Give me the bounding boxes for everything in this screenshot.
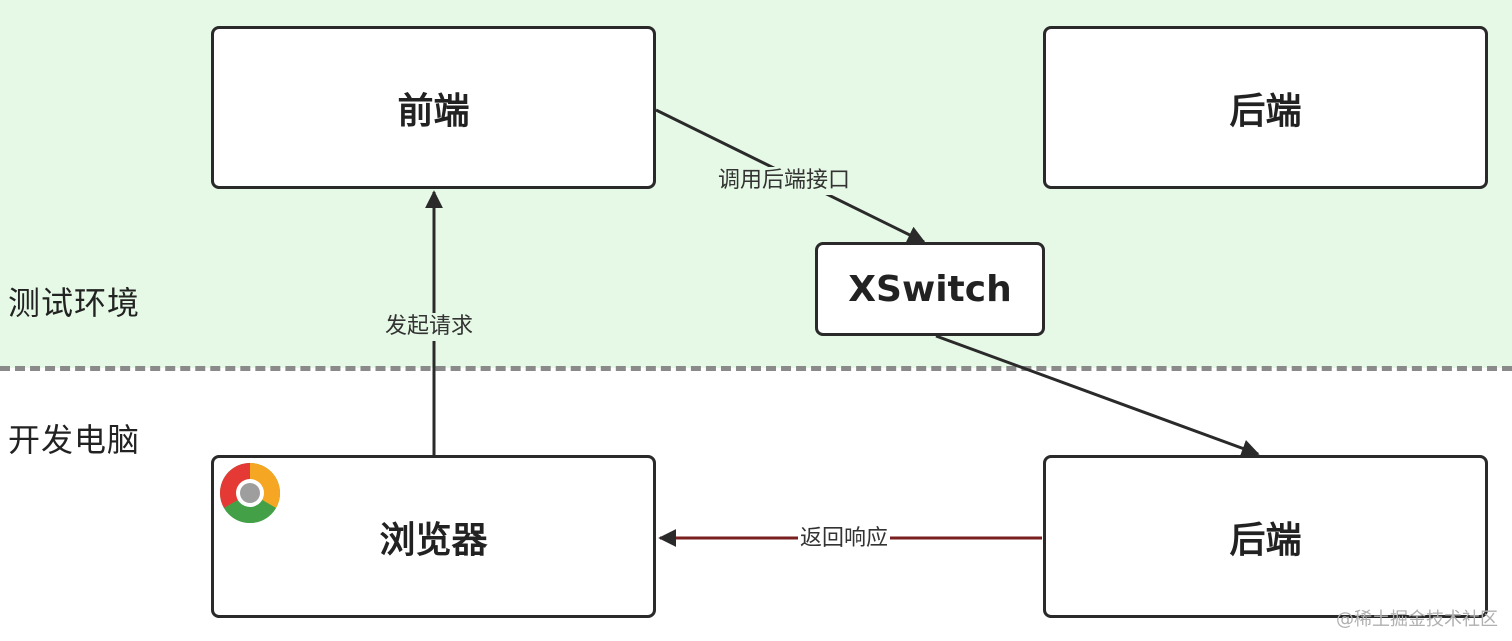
edge-xswitch-to-backend (935, 334, 1260, 457)
chrome-icon (219, 463, 281, 524)
browser-node-label: 浏览器 (379, 519, 488, 561)
dev-pc-label: 开发电脑 (8, 421, 141, 459)
call-backend-edge-label: 调用后端接口 (716, 167, 853, 195)
send-request-edge-label: 发起请求 (383, 313, 476, 341)
xswitch-node: XSwitch (815, 242, 1045, 336)
watermark: @稀土掘金技术社区 (1336, 609, 1498, 630)
zone-divider (0, 366, 1512, 371)
browser-node: 浏览器 (211, 455, 656, 618)
xswitch-node-label: XSwitch (848, 268, 1012, 310)
backend-test-node-label: 后端 (1229, 90, 1302, 132)
backend-local-node: 后端 (1043, 455, 1488, 618)
frontend-node: 前端 (211, 26, 656, 189)
test-environment-label: 测试环境 (8, 284, 141, 322)
backend-test-node: 后端 (1043, 26, 1488, 189)
frontend-node-label: 前端 (397, 90, 470, 132)
backend-local-node-label: 后端 (1229, 519, 1302, 561)
return-response-edge-label: 返回响应 (798, 525, 891, 553)
